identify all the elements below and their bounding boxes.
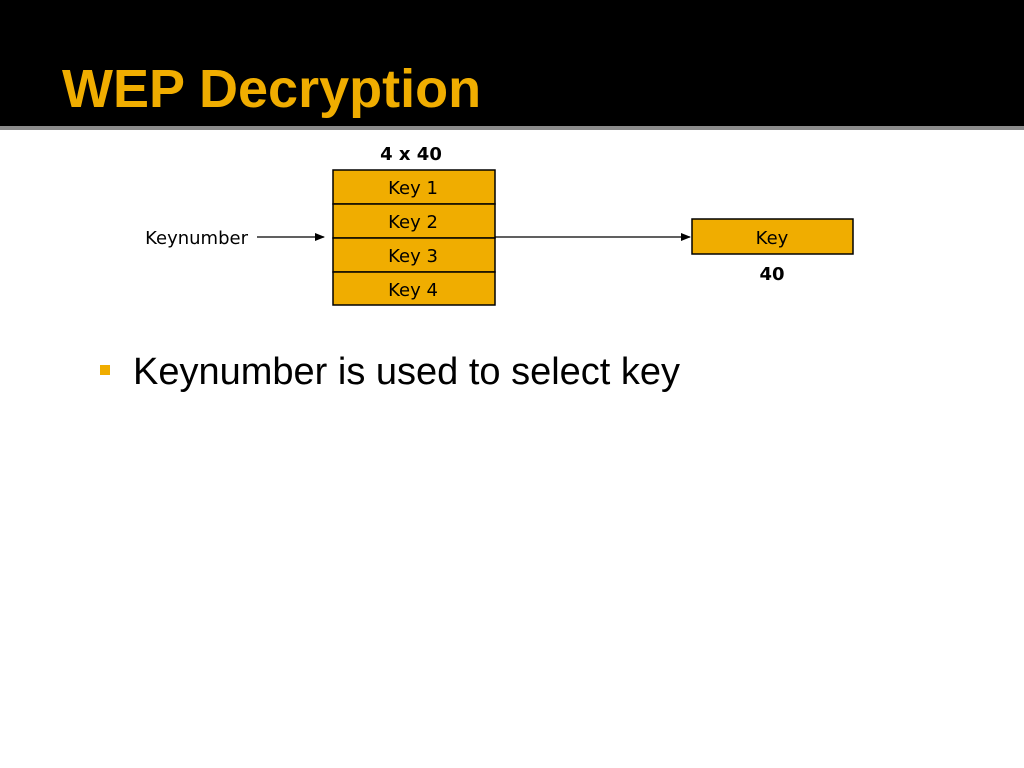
- selected-key-cell: [691, 218, 854, 255]
- key-cell: [332, 271, 496, 306]
- selected-key-label: Key: [756, 228, 789, 249]
- key-cell-label: Key 1: [388, 178, 438, 199]
- title-divider: [0, 126, 1024, 130]
- key-cell-label: Key 4: [388, 280, 438, 301]
- key-cell-label: Key 3: [388, 246, 438, 267]
- title-bar: [0, 0, 1024, 126]
- key-table-size-label: 4 x 40: [380, 144, 442, 165]
- selected-key-size-label: 40: [759, 264, 784, 285]
- key-table: Key 1 Key 2 Key 3 Key 4: [332, 169, 496, 306]
- selected-key-box: Key: [691, 218, 854, 255]
- slide-title: WEP Decryption: [62, 59, 482, 119]
- keynumber-label: Keynumber: [145, 228, 248, 249]
- bullet-text: Keynumber is used to select key: [133, 351, 681, 393]
- key-cell: [332, 237, 496, 273]
- key-cell-label: Key 2: [388, 212, 438, 233]
- key-cell: [332, 169, 496, 205]
- bullet-marker: [100, 365, 110, 375]
